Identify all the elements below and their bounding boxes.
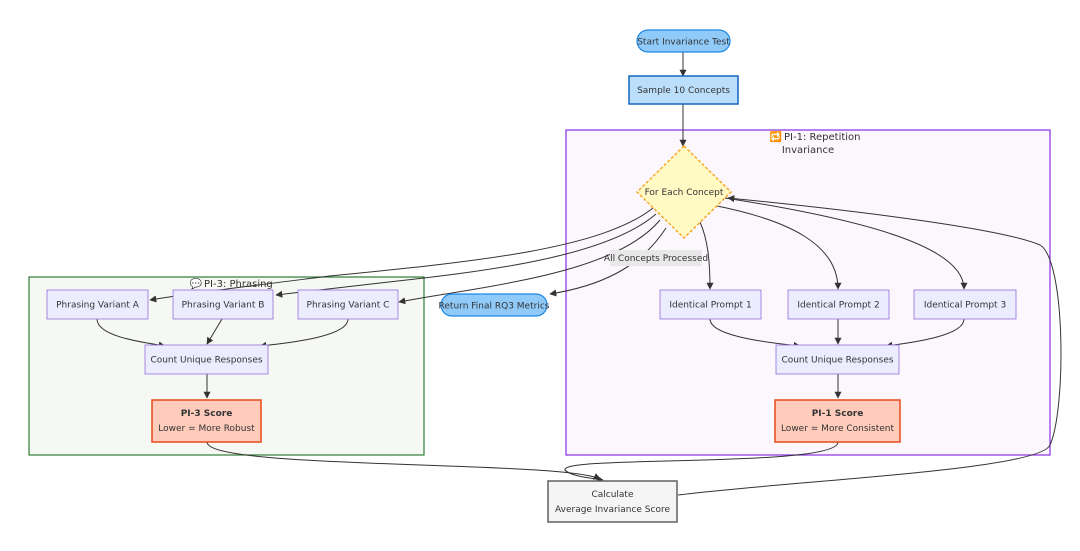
node-pi3-score: PI-3 Score Lower = More Robust [151, 399, 262, 443]
svg-text:Sample 10 Concepts: Sample 10 Concepts [637, 86, 730, 96]
pi1-title-line2: Invariance [782, 145, 834, 156]
edge-variantB-count3 [206, 318, 223, 345]
edge-foreach-identical2 [711, 204, 842, 290]
svg-text:Lower = More Robust: Lower = More Robust [158, 424, 255, 434]
pi1-title-icon: 🔁 [770, 130, 782, 143]
svg-text:For Each Concept: For Each Concept [645, 188, 724, 198]
svg-text:Calculate: Calculate [591, 490, 633, 500]
node-identical-prompt-3: Identical Prompt 3 [913, 289, 1017, 320]
node-return-final: Return Final RQ3 Metrics [439, 293, 550, 317]
svg-text:Phrasing Variant A: Phrasing Variant A [56, 301, 140, 311]
node-identical-prompt-1: Identical Prompt 1 [659, 289, 762, 320]
edge-label-all-processed: All Concepts Processed [604, 250, 708, 266]
node-start: Start Invariance Test [636, 29, 731, 53]
pi3-title: PI-3: Phrasing [204, 279, 273, 290]
svg-text:Count Unique Responses: Count Unique Responses [781, 356, 893, 366]
node-phrasing-variant-c: Phrasing Variant C [297, 289, 399, 320]
edge-foreach-variantC [398, 219, 661, 305]
edge-foreach-identical1 [699, 221, 714, 290]
edge-foreach-return [549, 227, 667, 297]
node-calculate-average: Calculate Average Invariance Score [547, 480, 678, 523]
svg-text:Identical Prompt 1: Identical Prompt 1 [669, 301, 751, 311]
node-pi1-score: PI-1 Score Lower = More Consistent [774, 399, 901, 443]
edge-calculate-foreach [677, 195, 1062, 496]
svg-text:Identical Prompt 2: Identical Prompt 2 [797, 301, 879, 311]
node-count-unique-pi3: Count Unique Responses [144, 344, 269, 375]
node-phrasing-variant-b: Phrasing Variant B [172, 289, 274, 320]
node-count-unique-pi1: Count Unique Responses [775, 344, 900, 375]
svg-text:Lower = More Consistent: Lower = More Consistent [781, 424, 895, 434]
node-identical-prompt-2: Identical Prompt 2 [787, 289, 890, 320]
svg-text:Start Invariance Test: Start Invariance Test [637, 38, 730, 48]
svg-text:Count Unique Responses: Count Unique Responses [150, 356, 262, 366]
edge-score1-calculate [564, 441, 839, 483]
node-phrasing-variant-a: Phrasing Variant A [46, 289, 149, 320]
node-for-each-concept: For Each Concept [635, 144, 733, 240]
pi3-title-icon: 💬 [190, 277, 203, 290]
svg-text:PI-1 Score: PI-1 Score [812, 409, 864, 419]
svg-text:PI-3 Score: PI-3 Score [181, 409, 233, 419]
edge-variantC-count3 [259, 318, 349, 349]
svg-text:Phrasing Variant C: Phrasing Variant C [307, 301, 390, 311]
svg-text:All Concepts Processed: All Concepts Processed [604, 254, 708, 264]
svg-text:Average Invariance Score: Average Invariance Score [555, 505, 670, 515]
node-sample-concepts: Sample 10 Concepts [628, 75, 739, 105]
svg-text:Identical Prompt 3: Identical Prompt 3 [924, 301, 1006, 311]
pi1-title: PI-1: Repetition [784, 132, 861, 143]
edge-foreach-identical3 [724, 197, 968, 290]
svg-text:Phrasing Variant B: Phrasing Variant B [182, 301, 265, 311]
svg-text:Return Final RQ3 Metrics: Return Final RQ3 Metrics [439, 302, 550, 312]
